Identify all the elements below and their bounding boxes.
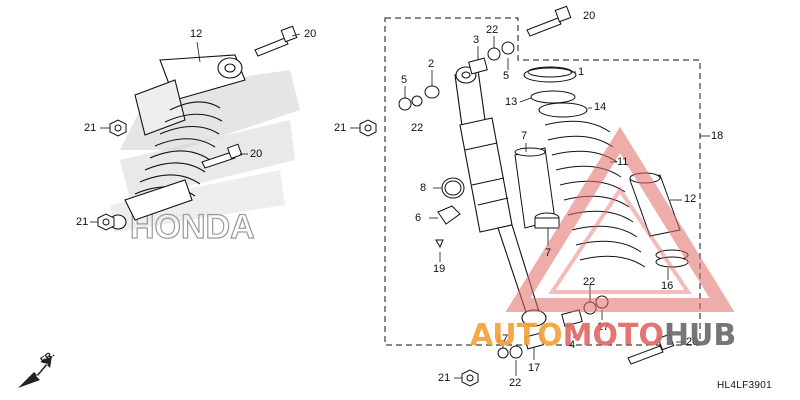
callout-4: 4 [569,339,576,351]
callout-15: 16 [661,280,674,292]
watermark-triangle-icon [505,126,735,312]
callout-21-a: 21 [84,122,97,134]
stopper-15 [655,249,689,268]
assembled-shock-left [109,54,246,230]
callout-22-d: 22 [509,377,522,389]
seal-22-left [411,95,423,107]
callout-20-d: 20 [686,336,699,348]
callout-21-d: 21 [438,372,451,384]
callout-12: 12 [684,193,697,205]
callout-3: 3 [473,34,480,46]
washer-9 [441,177,465,199]
exploded-view-frame [384,17,701,346]
callout-14: 14 [594,101,607,113]
callout-22-c: 22 [583,276,596,288]
callout-21-b: 21 [76,216,89,228]
callout-16: 17 [528,362,541,374]
leader-lines [90,33,710,379]
seal-22-top [487,47,501,61]
watermark-triangle-inner [548,186,692,294]
valve-6 [437,205,461,225]
bearing-4 [561,309,583,327]
callout-20-b: 20 [250,148,263,160]
diagram-code: HL4LF3901 [717,380,772,391]
callout-5-b: 5 [503,70,510,82]
watermark: AUTOMOTOHUB [470,318,736,358]
seal-22-lower [509,345,523,359]
callout-8: 7 [521,130,528,142]
nut-21-bottom [461,369,479,387]
callout-2: 2 [428,58,435,70]
cap-19 [435,239,444,249]
callout-7: 7 [545,247,552,259]
bearing-16 [524,332,544,350]
watermark-hub: HUB [663,318,737,353]
callout-22-a: 22 [411,122,424,134]
nut-21-mid [359,119,377,137]
bolt-20-left-mid [201,143,243,169]
callout-6: 6 [415,212,422,224]
collar-7 [534,212,560,229]
front-direction-arrow-icon [18,356,52,388]
seal-5-top [501,41,515,55]
bolt-20-bottom [627,333,675,365]
spring-retainer-14 [538,102,588,118]
nut-21-left-bottom [97,213,115,231]
callout-1: 1 [578,66,585,78]
spring-seat-1 [523,66,577,83]
bolt-20-left-top [254,25,298,57]
callout-20-a: 20 [304,28,317,40]
callout-20-c: 20 [583,10,596,22]
bearing-2 [424,85,440,99]
watermark-moto: MOTO [562,318,664,353]
callout-21-c: 21 [334,122,347,134]
callout-19: 19 [433,263,446,275]
callout-17-a: 17 [597,321,610,333]
spring-guide-13 [530,90,576,104]
watermark-auto: AUTO [470,318,563,353]
callout-11: 11 [617,156,629,168]
seal-5-left [398,97,412,111]
bolt-20-top [526,5,572,37]
callout-22-b: 22 [486,24,499,36]
callout-18: 18 [711,130,724,142]
bearing-3 [468,57,488,75]
nut-21-left-top [109,119,127,137]
callout-5-a: 5 [401,74,408,86]
callout-10: 12 [190,28,203,40]
callout-9: 8 [420,182,427,194]
callout-17-b: 17 [496,333,509,345]
callout-13: 13 [505,96,518,108]
